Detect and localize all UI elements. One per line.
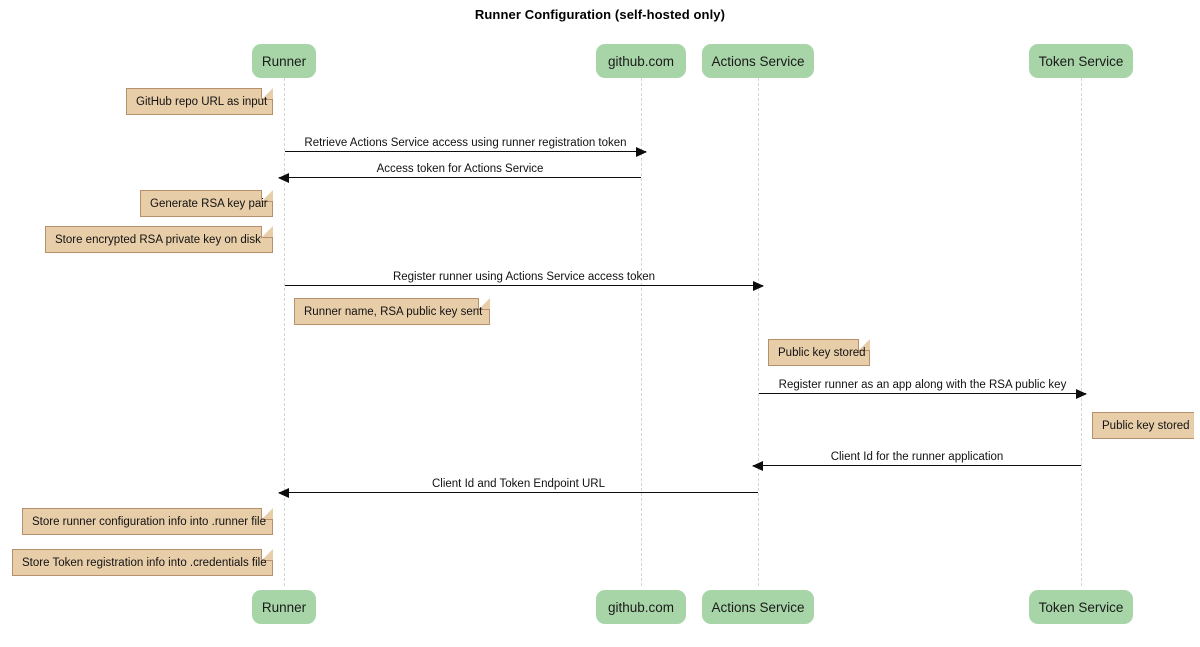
diagram-title: Runner Configuration (self-hosted only) [474,7,726,22]
msg-client-id-token-url-label: Client Id and Token Endpoint URL [431,478,606,490]
arrowhead-icon [752,460,763,471]
msg-access-token-label: Access token for Actions Service [376,163,544,175]
participant-label: github.com [607,53,675,69]
msg-client-id-label: Client Id for the runner application [830,451,1004,463]
msg-retrieve-access: Retrieve Actions Service access using ru… [285,137,647,157]
msg-client-id-token-url: Client Id and Token Endpoint URL [278,478,758,498]
note-text: Store encrypted RSA private key on disk [55,233,261,246]
participant-bottom-github[interactable]: github.com [596,590,686,624]
note-repo-url: GitHub repo URL as input [126,88,273,115]
msg-retrieve-access-label: Retrieve Actions Service access using ru… [304,137,627,149]
participant-label: Runner [261,599,307,615]
participant-top-actions[interactable]: Actions Service [702,44,814,78]
note-text: Runner name, RSA public key sent [304,305,483,318]
participant-label: Actions Service [711,53,805,69]
msg-client-id: Client Id for the runner application [752,451,1081,471]
arrowhead-icon [753,280,764,291]
msg-register-app: Register runner as an app along with the… [759,379,1087,399]
note-text: Generate RSA key pair [150,197,268,210]
participant-bottom-runner[interactable]: Runner [252,590,316,624]
note-store-runner: Store runner configuration info into .ru… [22,508,273,535]
msg-access-token: Access token for Actions Service [278,163,641,183]
participant-label: Runner [261,53,307,69]
lifeline-actions [758,78,760,586]
lifeline-token [1081,78,1083,586]
participant-label: Actions Service [711,599,805,615]
note-pubkey-token: Public key stored [1092,412,1194,439]
note-text: GitHub repo URL as input [136,95,268,108]
note-runner-name: Runner name, RSA public key sent [294,298,490,325]
participant-bottom-token[interactable]: Token Service [1029,590,1133,624]
note-text: Public key stored [778,346,866,359]
arrowhead-icon [278,487,289,498]
arrowhead-icon [636,146,647,157]
participant-label: Token Service [1038,53,1124,69]
participant-top-github[interactable]: github.com [596,44,686,78]
lifeline-github [641,78,643,586]
note-generate-rsa: Generate RSA key pair [140,190,273,217]
participant-label: github.com [607,599,675,615]
msg-register-app-label: Register runner as an app along with the… [778,379,1067,391]
participant-bottom-actions[interactable]: Actions Service [702,590,814,624]
note-store-creds: Store Token registration info into .cred… [12,549,273,576]
msg-register-runner: Register runner using Actions Service ac… [285,271,764,291]
note-text: Store Token registration info into .cred… [22,556,267,569]
participant-top-token[interactable]: Token Service [1029,44,1133,78]
participant-label: Token Service [1038,599,1124,615]
arrowhead-icon [278,172,289,183]
arrowhead-icon [1076,388,1087,399]
msg-register-runner-label: Register runner using Actions Service ac… [392,271,656,283]
note-text: Store runner configuration info into .ru… [32,515,266,528]
participant-top-runner[interactable]: Runner [252,44,316,78]
note-text: Public key stored [1102,419,1190,432]
note-store-private: Store encrypted RSA private key on disk [45,226,273,253]
lifeline-runner [284,78,286,586]
note-pubkey-actions: Public key stored [768,339,870,366]
